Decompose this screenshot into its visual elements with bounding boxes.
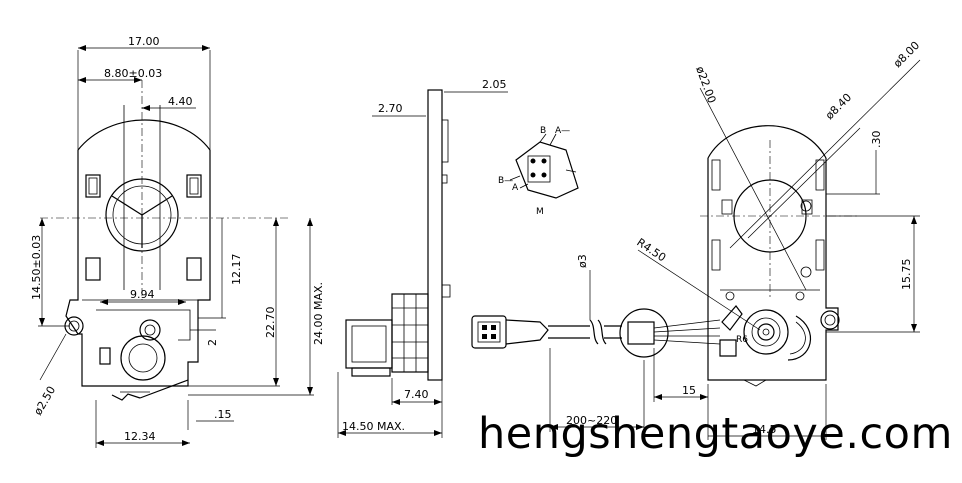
- dim-hole-dia: ø2.50: [31, 384, 58, 418]
- pin-a-plus: A: [512, 183, 519, 193]
- dim-mid-height: 12.17: [230, 254, 243, 286]
- dim-cable-length: 200~220: [566, 414, 617, 427]
- dim-right-small: .30: [870, 131, 883, 149]
- dim-right-offset: 15: [682, 384, 696, 397]
- side-view: 2.05 2.70 7.40 14.50 MAX.: [337, 78, 508, 438]
- dim-small-width: 9.94: [130, 288, 155, 301]
- dim-max-height: 24.00 MAX.: [312, 282, 325, 345]
- front-dimensions: 17.00 8.80±0.03 4.40 14.50±0.03 12.17 22…: [30, 35, 325, 448]
- dim-height: 22.70: [264, 307, 277, 339]
- dim-step: .15: [214, 408, 232, 421]
- dim-hole-height: 14.50±0.03: [30, 235, 43, 300]
- dim-side-max: 14.50 MAX.: [342, 420, 405, 433]
- dim-front-width: 17.00: [128, 35, 160, 48]
- dim-right-height: 15.75: [900, 259, 913, 291]
- dim-right-width: 14.5: [752, 423, 777, 436]
- pin-b-minus: B—: [498, 176, 513, 186]
- dim-small: 2: [206, 339, 219, 346]
- dim-dia-84: ø8.40: [823, 91, 854, 122]
- pin-detail: B A— B— A M: [498, 126, 579, 217]
- dim-base-width: 12.34: [124, 430, 156, 443]
- dim-dia-22: ø22.00: [693, 65, 718, 105]
- dim-side-shaft: 7.40: [404, 388, 429, 401]
- pin-a-minus: A—: [555, 126, 570, 136]
- watermark-text: hengshengtaoye.com: [478, 409, 953, 459]
- front-view: [40, 80, 290, 401]
- pin-b-plus: B: [540, 126, 546, 136]
- dim-side-top: 2.05: [482, 78, 507, 91]
- connector-cable: ø3 200~220 15: [471, 254, 721, 432]
- pin-motor-label: M: [536, 207, 544, 217]
- dim-side-plate: 2.70: [378, 102, 403, 115]
- right-view: ø22.00 ø8.00 ø8.40 R4.50 R6 .30 15.75 14…: [634, 39, 922, 440]
- dim-radius: R4.50: [634, 236, 668, 265]
- dim-conn-dia: ø3: [576, 254, 589, 268]
- dim-center-offset: 8.80±0.03: [104, 67, 162, 80]
- dim-gear-offset: 4.40: [168, 95, 193, 108]
- dim-r6: R6: [736, 335, 748, 345]
- dim-dia-8: ø8.00: [891, 39, 922, 70]
